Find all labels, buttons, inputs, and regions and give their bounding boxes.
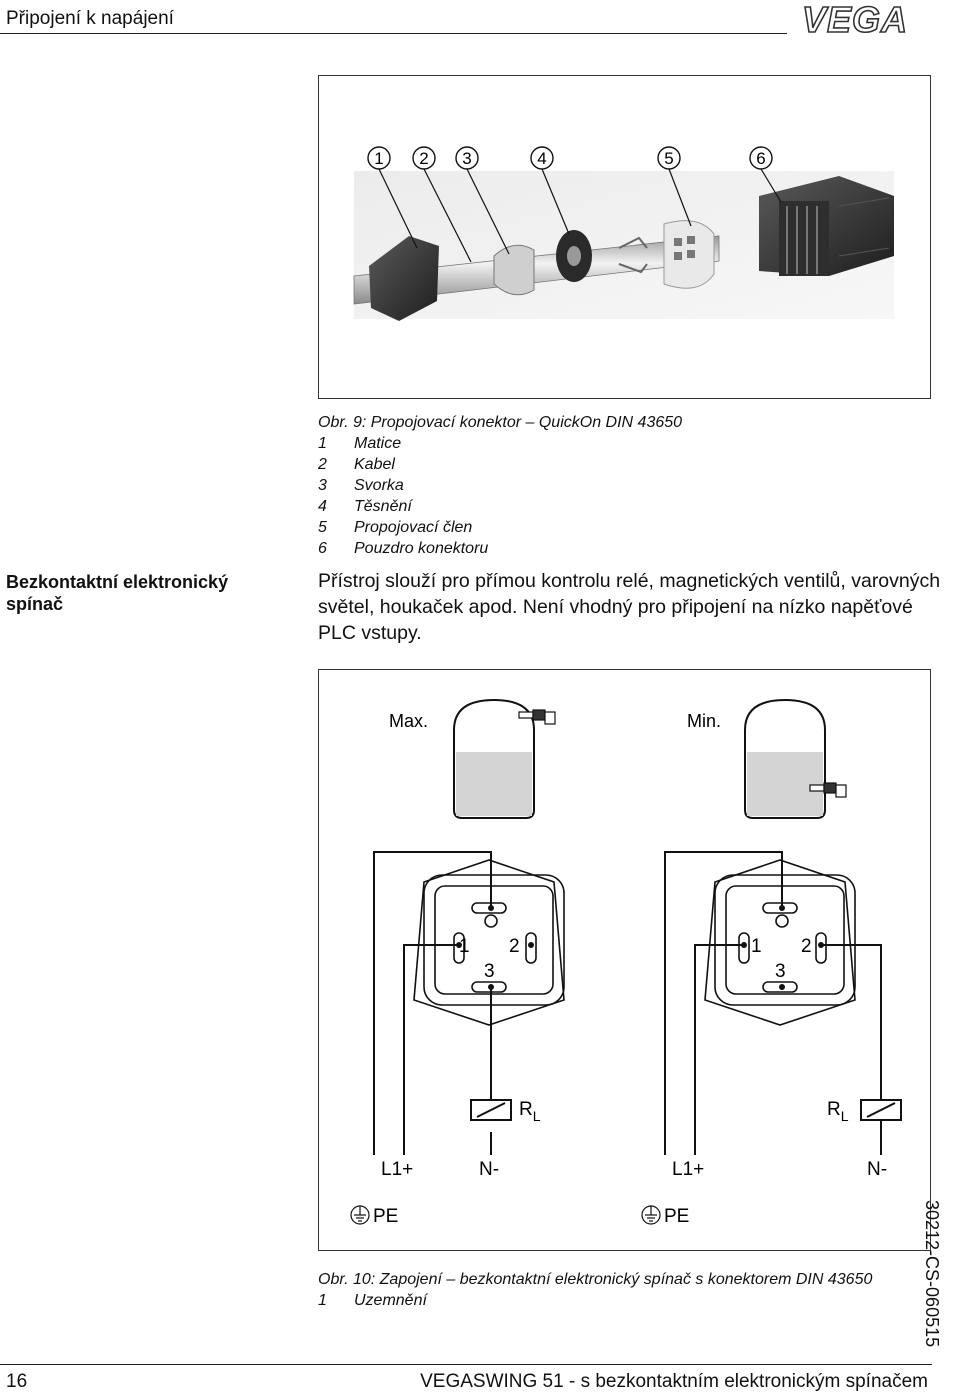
callout-5: 5 xyxy=(664,149,673,168)
figure-9-caption: Obr. 9: Propojovací konektor – QuickOn D… xyxy=(318,412,682,559)
figure-10-frame: Max. Min. 1 2 3 xyxy=(318,669,931,1251)
figure-10-caption-title: Obr. 10: Zapojení – bezkontaktní elektro… xyxy=(318,1271,873,1288)
rl-label-2: RL xyxy=(827,1099,849,1124)
connector-1 xyxy=(413,859,565,1026)
min-label: Min. xyxy=(687,711,721,731)
figure-9-caption-title: Obr. 9: Propojovací konektor – QuickOn D… xyxy=(318,414,683,431)
nut-part xyxy=(369,236,439,321)
callout-6: 6 xyxy=(756,149,765,168)
figure-10-caption: Obr. 10: Zapojení – bezkontaktní elektro… xyxy=(318,1269,872,1311)
pin-1-label-2: 1 xyxy=(751,936,762,957)
l1-label-2: L1+ xyxy=(672,1159,704,1180)
section-body-text: Přístroj slouží pro přímou kontrolu relé… xyxy=(318,570,941,644)
section-header-title: Připojení k napájení xyxy=(6,8,174,29)
section-side-heading: Bezkontaktní elektronický spínač xyxy=(6,572,229,614)
callout-3: 3 xyxy=(462,149,471,168)
callout-4: 4 xyxy=(537,149,546,168)
sensor-min-icon xyxy=(809,782,847,798)
pin-2-label: 2 xyxy=(509,936,520,957)
liquid-max xyxy=(456,752,532,816)
ground-icon xyxy=(350,1205,370,1225)
footer-title: VEGASWING 51 - s bezkontaktním elektroni… xyxy=(420,1371,928,1392)
n-label-1: N- xyxy=(479,1159,499,1180)
pin-3-label-2: 3 xyxy=(775,961,786,982)
vega-logo: VEGA xyxy=(801,0,908,38)
pin-1-label: 1 xyxy=(459,936,470,957)
header-rule xyxy=(0,33,787,34)
pe-label-2: PE xyxy=(664,1206,689,1227)
callout-1: 1 xyxy=(374,149,383,168)
figure-9-frame: 1 2 3 4 5 6 xyxy=(318,75,931,399)
rl-label-1: RL xyxy=(519,1099,541,1124)
housing-part xyxy=(759,176,894,276)
callout-2: 2 xyxy=(419,149,428,168)
connector-2 xyxy=(704,859,856,1026)
ground-icon xyxy=(641,1205,661,1225)
pin-3-label: 3 xyxy=(484,961,495,982)
page-number: 16 xyxy=(6,1371,28,1392)
wiring-diagram: Max. Min. 1 2 3 xyxy=(350,698,902,1227)
max-label: Max. xyxy=(389,711,428,731)
clamp-part xyxy=(493,244,535,296)
document-code: 30212-CS-060515 xyxy=(922,1200,942,1348)
sensor-max-icon xyxy=(518,709,556,725)
n-label-2: N- xyxy=(867,1159,887,1180)
svg-text:VEGA: VEGA xyxy=(802,0,908,38)
quickon-connector-illustration: 1 2 3 4 5 6 xyxy=(353,146,894,321)
pin-2-label-2: 2 xyxy=(801,936,812,957)
l1-label-1: L1+ xyxy=(381,1159,413,1180)
liquid-min xyxy=(747,752,823,816)
pe-label-1: PE xyxy=(373,1206,398,1227)
footer-rule xyxy=(0,1364,932,1365)
